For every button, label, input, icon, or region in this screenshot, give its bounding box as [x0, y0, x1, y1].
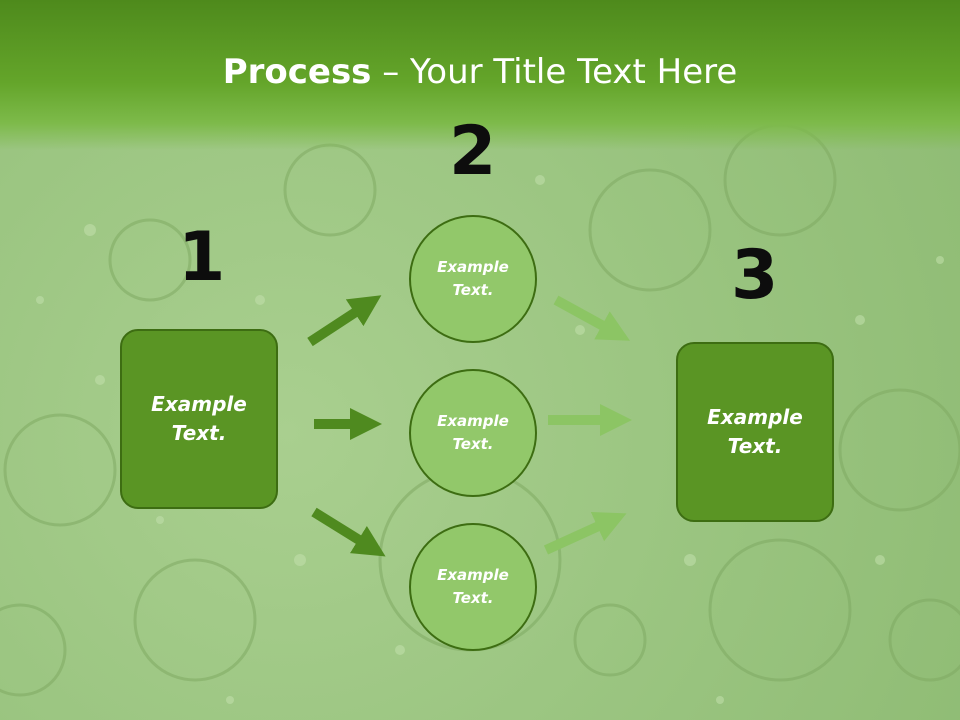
circle-middle-line1: Example [437, 412, 509, 430]
title-bold: Process [222, 52, 372, 92]
step-number-2: 2 [449, 112, 497, 191]
arrow-left-to-bottom [311, 507, 386, 557]
circle-bottom-line2: Text. [452, 589, 494, 607]
left-box-line1: Example [151, 392, 247, 416]
circle-top-line2: Text. [452, 281, 494, 299]
circle-middle-line2: Text. [452, 435, 494, 453]
header-band [0, 0, 960, 150]
step-number-1: 1 [178, 218, 226, 297]
arrow-left-to-top [307, 295, 382, 347]
right-box-line1: Example [707, 405, 803, 429]
circle-bottom-line1: Example [437, 566, 509, 584]
arrow-bottom-to-right [543, 512, 627, 555]
left-box-line2: Text. [171, 421, 227, 445]
right-box-line2: Text. [727, 434, 783, 458]
slide-title: Process – Your Title Text Here [0, 52, 960, 92]
step-number-3: 3 [731, 236, 779, 315]
title-rest: – Your Title Text Here [371, 52, 738, 92]
arrow-top-to-right [553, 295, 631, 341]
circle-top-line1: Example [437, 258, 509, 276]
